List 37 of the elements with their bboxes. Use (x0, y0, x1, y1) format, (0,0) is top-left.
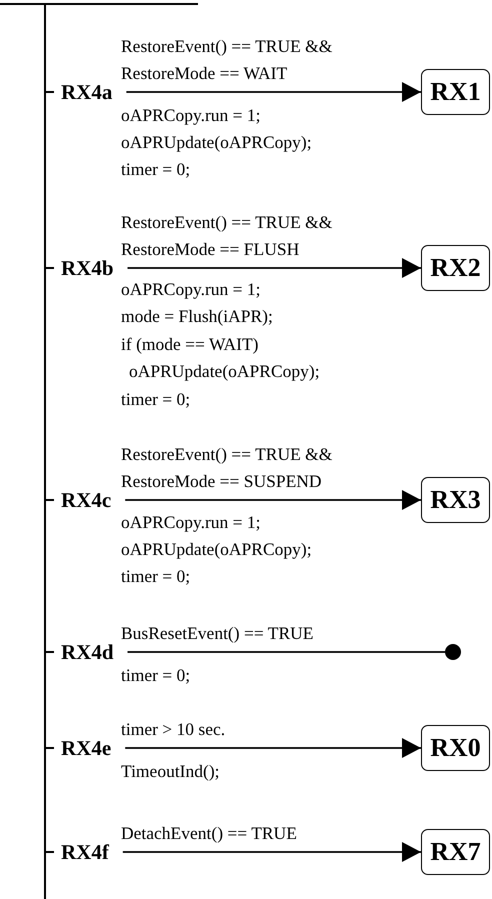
action-text: timer = 0; (121, 158, 190, 181)
action-text: oAPRUpdate(oAPRCopy); (129, 360, 320, 383)
action-text: timer = 0; (121, 565, 190, 588)
state-label: RX4b (61, 255, 114, 281)
arrow (128, 258, 421, 278)
state-box: RX0 (421, 725, 490, 771)
state-label: RX4e (61, 735, 112, 761)
edge-label: RestoreEvent() == TRUE && RestoreMode == SUSPEND (121, 443, 334, 493)
edge-label: RestoreEvent() == TRUE && RestoreMode == WAIT (121, 35, 334, 85)
arrow (126, 82, 421, 102)
action-text: if (mode == WAIT) (121, 333, 259, 356)
state-box: RX2 (421, 245, 490, 291)
state-box: RX1 (421, 69, 490, 115)
arrow (125, 738, 421, 758)
state-label: RX4a (61, 79, 112, 105)
line (128, 651, 445, 653)
action-text: oAPRCopy.run = 1; (121, 278, 261, 301)
action-text: oAPRUpdate(oAPRCopy); (121, 538, 312, 561)
action-text: oAPRUpdate(oAPRCopy); (121, 131, 312, 154)
action-text: oAPRCopy.run = 1; (121, 104, 261, 127)
edge-label: timer > 10 sec. (121, 718, 226, 741)
end-dot (445, 644, 461, 660)
arrow (125, 490, 421, 510)
state-label: RX4d (61, 639, 114, 665)
action-text: timer = 0; (121, 388, 190, 411)
arrow (122, 842, 421, 862)
action-text: oAPRCopy.run = 1; (121, 511, 261, 534)
state-box: RX7 (421, 829, 490, 875)
edge-label: BusResetEvent() == TRUE (121, 622, 314, 645)
action-text: TimeoutInd(); (121, 760, 220, 783)
edge-label: RestoreEvent() == TRUE && RestoreMode == FLUSH (121, 211, 334, 261)
edge-label: DetachEvent() == TRUE (121, 822, 297, 845)
action-text: mode = Flush(iAPR); (121, 305, 273, 328)
state-label: RX4c (61, 487, 112, 513)
state-label: RX4f (61, 839, 109, 865)
state-box: RX3 (421, 477, 490, 523)
action-text: timer = 0; (121, 664, 190, 687)
